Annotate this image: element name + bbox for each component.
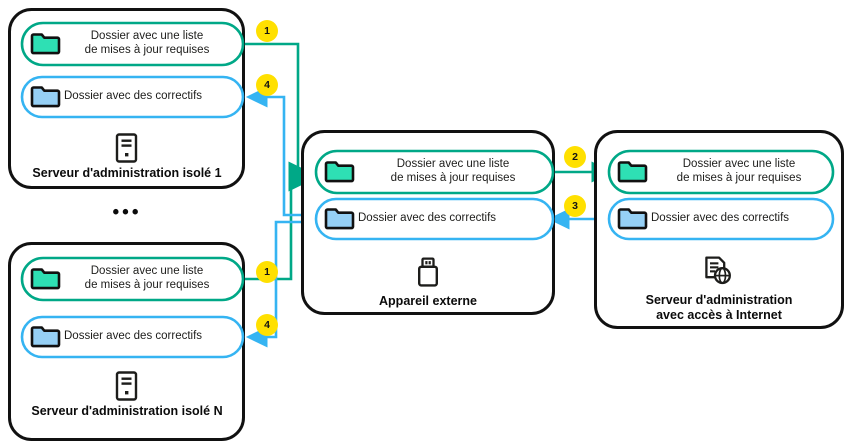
pill-updates-isolated-n[interactable]	[20, 256, 245, 302]
folder-patches-icon	[30, 86, 61, 108]
badge-step-2[interactable]	[564, 146, 586, 168]
badge-step-4-top[interactable]	[256, 74, 278, 96]
pill-patches-isolated-1[interactable]	[20, 75, 245, 119]
folder-patches-icon	[324, 208, 355, 230]
folder-updates-icon	[30, 33, 61, 55]
step-badges	[256, 20, 586, 336]
connector-step-4-bottom	[245, 220, 307, 348]
badge-step-4-bottom[interactable]	[256, 314, 278, 336]
connector-step-4-top	[245, 86, 307, 217]
pills	[20, 21, 835, 359]
folder-patches-icon	[30, 326, 61, 348]
folder-updates-icon	[324, 161, 355, 183]
pill-updates-isolated-1[interactable]	[20, 21, 245, 67]
pill-patches-isolated-n[interactable]	[20, 315, 245, 359]
badge-step-1-top[interactable]	[256, 20, 278, 42]
pill-patches-external-device[interactable]	[314, 197, 555, 241]
folder-updates-icon	[30, 268, 61, 290]
badge-step-1-bottom[interactable]	[256, 261, 278, 283]
pill-patches-internet-server[interactable]	[607, 197, 835, 241]
pill-updates-external-device[interactable]	[314, 149, 555, 195]
pill-updates-internet-server[interactable]	[607, 149, 835, 195]
connector-step-1-top	[243, 42, 311, 183]
folder-updates-icon	[617, 161, 648, 183]
badge-step-3[interactable]	[564, 195, 586, 217]
folder-patches-icon	[617, 208, 648, 230]
